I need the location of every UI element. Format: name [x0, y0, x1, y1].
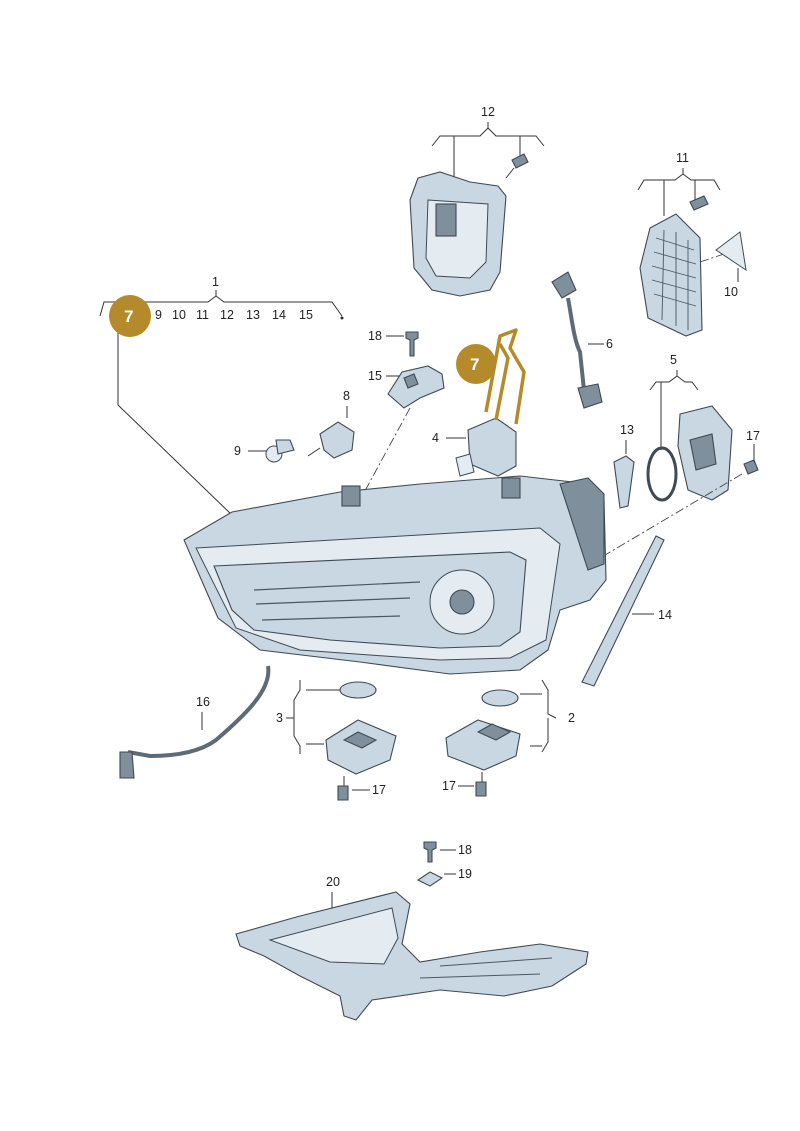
- label-8: 8: [343, 389, 350, 403]
- label-17-left: 17: [372, 783, 386, 797]
- headlight-housing[interactable]: [183, 475, 607, 675]
- part-14-seal-strip[interactable]: 14: [581, 535, 672, 687]
- label-1-sub-13: 13: [246, 308, 260, 322]
- label-1-sub-11: 11: [196, 308, 209, 322]
- part-16-hose[interactable]: 16: [119, 665, 271, 779]
- label-11: 11: [676, 151, 689, 165]
- label-1-sub-12: 12: [220, 308, 234, 322]
- label-1-sub-15: 15: [299, 308, 313, 322]
- label-17-right: 17: [746, 429, 760, 443]
- label-13: 13: [620, 423, 634, 437]
- label-14: 14: [658, 608, 672, 622]
- label-5: 5: [670, 353, 677, 367]
- label-1: 1: [212, 275, 219, 289]
- label-10: 10: [724, 285, 738, 299]
- label-19: 19: [458, 867, 472, 881]
- label-1-sub-10: 10: [172, 308, 186, 322]
- callout-7-badge-left[interactable]: 7: [109, 295, 151, 337]
- label-20: 20: [326, 875, 340, 889]
- label-1-sub-9: 9: [155, 308, 162, 322]
- part-13-tube[interactable]: 13: [613, 423, 635, 509]
- callout-1-group: 1 9 10 11 12 13 14 15: [99, 275, 344, 516]
- part-2-ballast[interactable]: 2 17: [442, 679, 575, 797]
- part-15-bracket[interactable]: 18 15: [359, 329, 445, 501]
- part-3-ballast[interactable]: 3 17: [276, 680, 397, 801]
- label-15: 15: [368, 369, 382, 383]
- label-4: 4: [432, 431, 439, 445]
- highlighted-bracket-wire: [484, 328, 526, 425]
- part-4-lamp[interactable]: 4: [432, 328, 526, 477]
- label-6: 6: [606, 337, 613, 351]
- part-9-bulb[interactable]: 9: [234, 439, 295, 463]
- part-12-cover[interactable]: 12: [409, 105, 545, 297]
- part-6-wiring[interactable]: 6: [551, 271, 613, 409]
- label-2: 2: [568, 711, 575, 725]
- label-3: 3: [276, 711, 283, 725]
- part-5-control-module[interactable]: 5 17: [599, 353, 760, 559]
- callout-7-text-center: 7: [470, 355, 479, 374]
- part-11-grid-cover[interactable]: 11 10: [637, 151, 747, 337]
- label-9: 9: [234, 444, 241, 458]
- label-1-sub-14: 14: [272, 308, 286, 322]
- callout-7-badge-center[interactable]: 7: [456, 344, 496, 384]
- label-16: 16: [196, 695, 210, 709]
- label-18-top: 18: [368, 329, 382, 343]
- label-17-center: 17: [442, 779, 456, 793]
- label-18-bottom: 18: [458, 843, 472, 857]
- part-20-lower-bracket[interactable]: 18 19 20: [235, 841, 589, 1021]
- callout-7-text-left: 7: [124, 307, 133, 326]
- part-8-bulb-socket[interactable]: 8: [307, 389, 355, 459]
- label-12: 12: [481, 105, 495, 119]
